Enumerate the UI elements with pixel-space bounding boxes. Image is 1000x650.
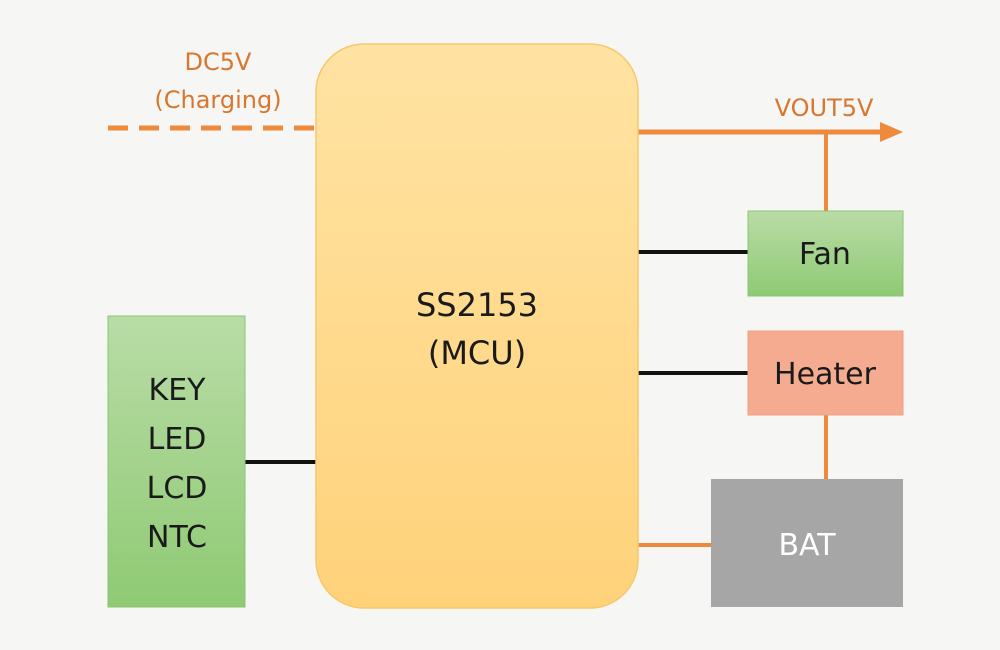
heater-block [747, 330, 904, 416]
io-item-lcd: LCD [147, 471, 208, 506]
io-item-key: KEY [149, 373, 207, 408]
dc-input-label: DC5V [185, 48, 253, 76]
io-block [107, 315, 246, 608]
heater-label: Heater [774, 357, 877, 392]
fan-label: Fan [799, 237, 851, 272]
mcu-block [315, 43, 639, 609]
vout-label: VOUT5V [775, 94, 874, 122]
io-item-led: LED [148, 422, 207, 457]
battery-label: BAT [778, 528, 836, 563]
io-item-ntc: NTC [147, 520, 207, 555]
mcu-type: (MCU) [428, 334, 526, 372]
vout-arrowhead [880, 122, 903, 142]
mcu-name: SS2153 [416, 286, 538, 324]
battery-block [711, 479, 903, 607]
fan-block [747, 210, 904, 297]
dc-input-sublabel: (Charging) [154, 86, 281, 114]
